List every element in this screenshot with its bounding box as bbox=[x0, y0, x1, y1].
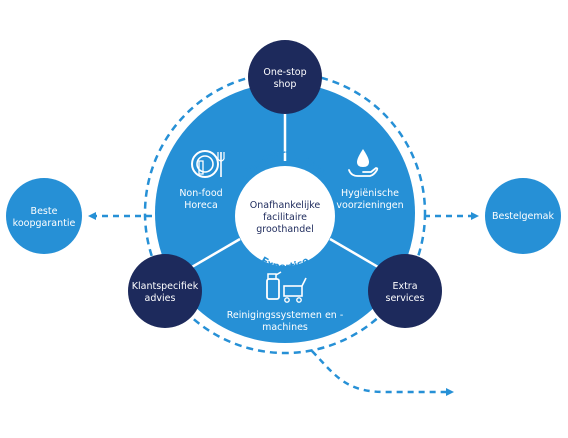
cleaning-cart-icon bbox=[266, 271, 307, 303]
outer-dashed-ring bbox=[143, 71, 427, 355]
arc-label-bottom: Expertise bbox=[258, 255, 311, 273]
node-extra-line-2: services bbox=[386, 293, 425, 304]
side-node-left-line-1: Beste bbox=[31, 206, 58, 217]
segment-hygiene-line-1: Hygiënische bbox=[341, 188, 399, 199]
side-node-right bbox=[485, 178, 561, 254]
node-onestop-line-2: shop bbox=[274, 79, 297, 90]
segment-cleaning-line-2: machines bbox=[262, 322, 308, 333]
segment-nonfood-line-2: Horeca bbox=[184, 200, 218, 211]
segment-cleaning-line-1: Reinigingssystemen en - bbox=[227, 310, 344, 321]
segment-hygiene-line-2: voorzieningen bbox=[336, 200, 403, 211]
arrow-bottom-curve bbox=[311, 350, 454, 396]
plate-cutlery-icon bbox=[191, 150, 225, 178]
node-onestop-line-1: One-stop bbox=[263, 67, 306, 78]
node-onestop bbox=[248, 40, 322, 114]
node-extra-line-1: Extra bbox=[392, 281, 417, 292]
segment-nonfood-line-1: Non-food bbox=[179, 188, 222, 199]
side-node-right-line-1: Bestelgemak bbox=[492, 211, 554, 222]
node-extra bbox=[368, 254, 442, 328]
node-advies bbox=[128, 254, 202, 328]
center-line-2: facilitaire bbox=[263, 212, 307, 223]
center-line-3: groothandel bbox=[256, 224, 313, 235]
node-advies-line-2: advies bbox=[145, 293, 176, 304]
center-line-1: Onafhankelijke bbox=[250, 200, 321, 211]
center-circle bbox=[235, 166, 335, 266]
node-advies-line-1: Klantspecifiek bbox=[132, 281, 199, 292]
hand-drop-icon bbox=[348, 149, 379, 177]
side-node-left-line-2: koopgarantie bbox=[13, 218, 76, 229]
side-node-left bbox=[6, 178, 82, 254]
